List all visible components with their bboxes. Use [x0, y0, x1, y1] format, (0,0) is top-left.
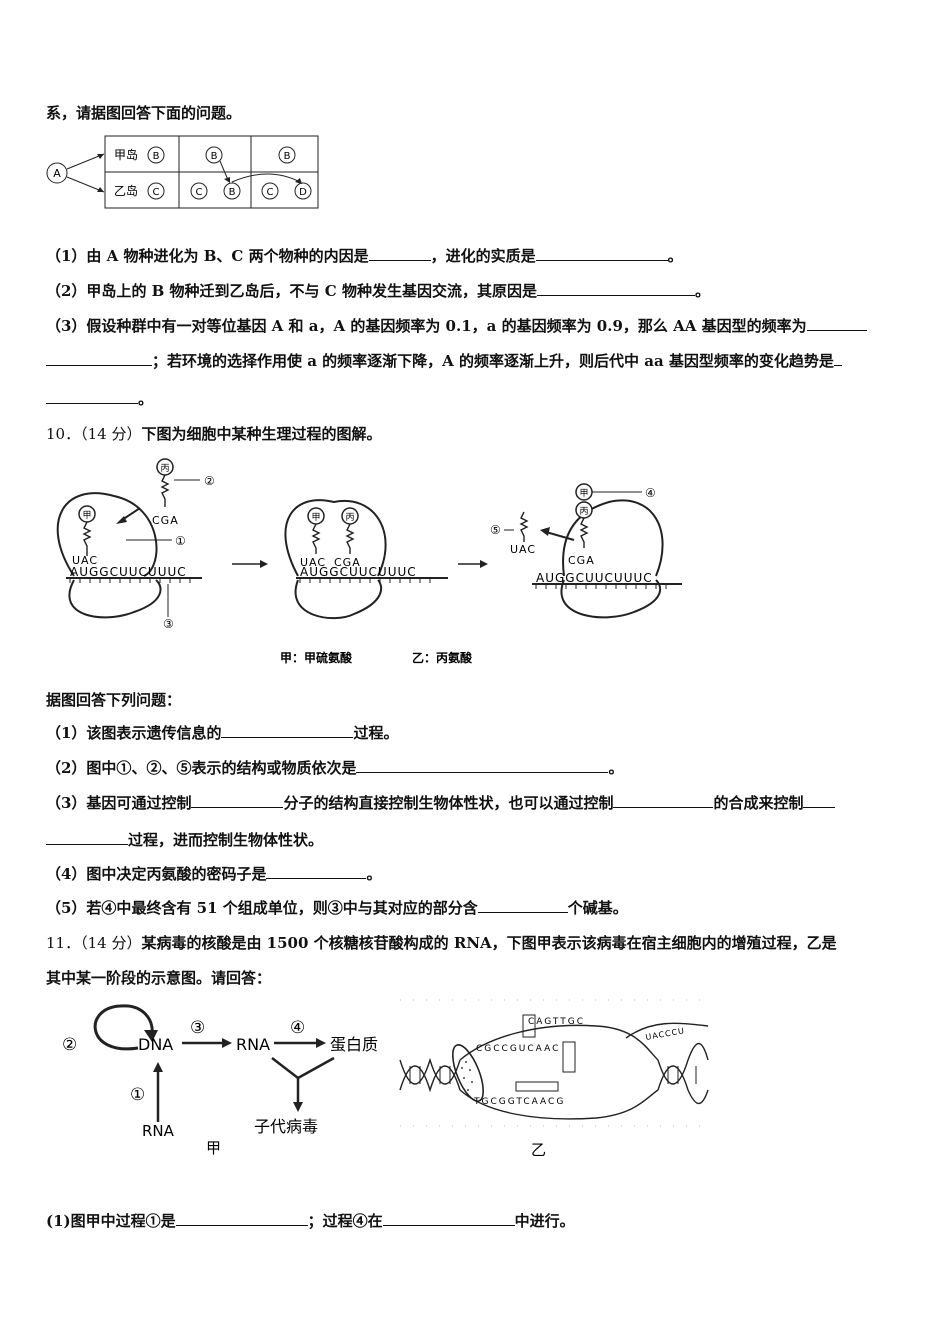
dna-node: DNA — [138, 1035, 173, 1054]
svg-text:TGCGGTCAACG: TGCGGTCAACG — [473, 1097, 565, 1107]
svg-text:UAC: UAC — [510, 543, 536, 556]
svg-text:AUGGCUUCUUUC: AUGGCUUCUUUC — [536, 571, 653, 585]
q9-part3-end: 。 — [46, 388, 153, 409]
figure-jia-caption: 甲 — [206, 1139, 221, 1157]
answer-blank[interactable] — [535, 246, 668, 261]
svg-text:B: B — [284, 151, 291, 162]
answer-blank[interactable] — [368, 246, 431, 261]
protein-node: 蛋白质 — [330, 1035, 378, 1054]
q10-part4: （4）图中决定丙氨酸的密码子是。 — [46, 864, 382, 883]
translation-stage-3: AUGGCUUCUUUC 甲 ④ 丙 CGA UAC ⑤ — [490, 483, 682, 619]
virus-replication-diagram: ② DNA ③ RNA ④ 蛋白质 子代病毒 ① RNA 甲 — [62, 1004, 378, 1157]
q11-header: 11．（14 分）某病毒的核酸是由 1500 个核糖核苷酸构成的 RNA，下图甲… — [46, 934, 837, 952]
tRNA-ala-label: 丙 — [160, 463, 169, 474]
svg-text:①: ① — [130, 1085, 145, 1105]
svg-text:丙: 丙 — [345, 512, 354, 523]
translation-stage-1: AUGGCUUCUUUC 甲 UAC 丙 CGA ② ① ③ — [56, 458, 215, 631]
q10-part1: （1）该图表示遗传信息的过程。 — [46, 723, 399, 742]
svg-text:甲: 甲 — [579, 488, 588, 499]
svg-text:丙: 丙 — [579, 506, 588, 517]
svg-text:AUGGCUUCUUUC: AUGGCUUCUUUC — [300, 565, 417, 579]
caption-yi: 乙：丙氨酸 — [412, 650, 473, 665]
answer-blank[interactable] — [536, 281, 695, 296]
q10-part3: （3）基因可通过控制分子的结构直接控制生物体性状，也可以通过控制的合成来控制 — [46, 792, 836, 813]
q10-intro: 据图回答下列问题： — [46, 691, 182, 709]
svg-text:②: ② — [62, 1035, 77, 1055]
q9-part3-cont: ；若环境的选择作用使 a 的频率逐渐下降，A 的频率逐渐上升，则后代中 aa 基… — [46, 350, 842, 371]
q11-header-cont: 其中某一阶段的示意图。请回答： — [46, 969, 272, 987]
answer-blank[interactable] — [356, 758, 609, 773]
q10-part5: （5）若④中最终含有 51 个组成单位，则③中与其对应的部分含个碱基。 — [46, 898, 628, 917]
svg-text:B: B — [153, 151, 160, 162]
tRNA-met-label: 甲 — [82, 510, 91, 521]
svg-text:④: ④ — [290, 1018, 305, 1038]
answer-blank[interactable] — [833, 351, 842, 366]
answer-blank[interactable] — [221, 723, 354, 738]
q9-part3: （3）假设种群中有一对等位基因 A 和 a，A 的基因频率为 0.1，a 的基因… — [46, 315, 867, 336]
svg-text:③: ③ — [190, 1018, 205, 1038]
svg-text:C: C — [153, 187, 160, 198]
svg-text:AUGGCUUCUUUC: AUGGCUUCUUUC — [70, 565, 187, 579]
row-label-yi-island: 乙岛 — [114, 183, 138, 198]
answer-blank[interactable] — [806, 316, 867, 331]
q9-part1: （1）由 A 物种进化为 B、C 两个物种的内因是，进化的实质是。 — [46, 246, 683, 265]
q11-part1: (1)图甲中过程①是；过程④在中进行。 — [46, 1211, 575, 1230]
answer-blank[interactable] — [46, 830, 128, 845]
svg-text:②: ② — [204, 474, 215, 488]
answer-blank[interactable] — [175, 1211, 308, 1226]
answer-blank[interactable] — [46, 389, 138, 404]
svg-text:CGA: CGA — [568, 554, 595, 567]
svg-text:甲: 甲 — [311, 512, 320, 523]
row-label-jia-island: 甲岛 — [114, 147, 138, 162]
answer-blank[interactable] — [46, 351, 152, 366]
svg-text:UAC: UAC — [72, 554, 98, 567]
q9-part2: （2）甲岛上的 B 物种迁到乙岛后，不与 C 物种发生基因交流，其原因是。 — [46, 281, 710, 300]
svg-text:③: ③ — [163, 617, 174, 631]
answer-blank[interactable] — [191, 793, 284, 808]
svg-text:CGCCGUCAAC: CGCCGUCAAC — [476, 1044, 560, 1054]
svg-text:C: C — [196, 187, 203, 198]
svg-text:C: C — [267, 187, 274, 198]
answer-blank[interactable] — [266, 864, 367, 879]
translation-stage-2: AUGGCUUCUUUC 甲 丙 UAC CGA — [284, 499, 448, 620]
svg-text:①: ① — [175, 534, 186, 548]
answer-blank[interactable] — [477, 898, 568, 913]
caption-jia: 甲：甲硫氨酸 — [280, 650, 353, 665]
answer-blank[interactable] — [382, 1211, 515, 1226]
q10-part2: （2）图中①、②、⑤表示的结构或物质依次是。 — [46, 758, 624, 777]
svg-text:UAC: UAC — [300, 556, 326, 569]
answer-blank[interactable] — [803, 793, 836, 808]
svg-text:CGA: CGA — [152, 514, 179, 527]
transcription-diagram: CGCCGUCAAC CAGTTGC TGCGGTCAACG UACCCU 乙 — [399, 999, 710, 1159]
figure-yi-caption: 乙 — [531, 1141, 546, 1159]
species-a-node: A — [53, 167, 61, 180]
rna-template-node: RNA — [142, 1122, 175, 1140]
svg-text:⑤: ⑤ — [490, 523, 501, 537]
svg-text:UACCCU: UACCCU — [645, 1026, 686, 1042]
q10-part3-cont: 过程，进而控制生物体性状。 — [46, 829, 323, 850]
offspring-virus-node: 子代病毒 — [254, 1117, 318, 1136]
rna-node: RNA — [236, 1035, 270, 1054]
svg-text:D: D — [299, 187, 307, 198]
translation-diagram: AUGGCUUCUUUC 甲 UAC 丙 CGA ② ① ③ AUGGCUUCU… — [56, 458, 682, 665]
answer-blank[interactable] — [613, 793, 714, 808]
svg-text:B: B — [211, 151, 218, 162]
q10-header: 10．（14 分）下图为细胞中某种生理过程的图解。 — [46, 425, 382, 443]
svg-text:CAGTTGC: CAGTTGC — [528, 1017, 585, 1027]
svg-text:④: ④ — [645, 486, 656, 500]
intro-line: 系，请据图回答下面的问题。 — [46, 104, 242, 122]
svg-text:B: B — [229, 187, 236, 198]
island-speciation-diagram: A 甲岛 乙岛 B C B C B B C D — [46, 135, 319, 209]
svg-text:CGA: CGA — [334, 556, 361, 569]
